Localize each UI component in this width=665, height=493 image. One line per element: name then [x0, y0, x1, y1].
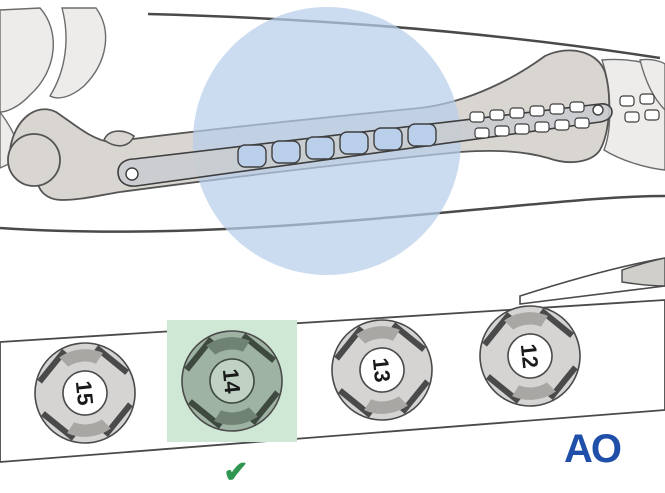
ao-logo: AO: [564, 427, 621, 471]
plate-end-hole-proximal: [125, 167, 139, 181]
ruler-band-fragment-tip: [621, 257, 665, 287]
measuring-ruler: 15 14 13: [0, 299, 665, 463]
plate-hole: [271, 140, 301, 164]
plate-hole: [373, 127, 403, 151]
size-indicator-12[interactable]: 12: [475, 301, 585, 411]
plate-holes: [237, 123, 437, 168]
greater-trochanter: [103, 130, 135, 147]
plate-hole: [339, 131, 369, 155]
size-label: 12: [516, 343, 543, 370]
check-mark-icon: ✔: [223, 456, 248, 489]
plate-end-hole-distal: [592, 104, 604, 116]
size-label: 15: [71, 380, 98, 407]
plate-distal-slots: [469, 93, 660, 139]
plate-hole: [407, 123, 437, 147]
plate-hole: [237, 144, 267, 168]
plate-hole: [305, 136, 335, 160]
size-label: 14: [218, 368, 246, 396]
size-indicator-14[interactable]: 14: [177, 326, 287, 436]
bridging-plate: [117, 93, 660, 187]
size-indicator-15[interactable]: 15: [30, 338, 140, 448]
size-indicator-13[interactable]: 13: [327, 315, 437, 425]
size-label: 13: [368, 357, 395, 384]
femoral-head: [7, 133, 61, 187]
